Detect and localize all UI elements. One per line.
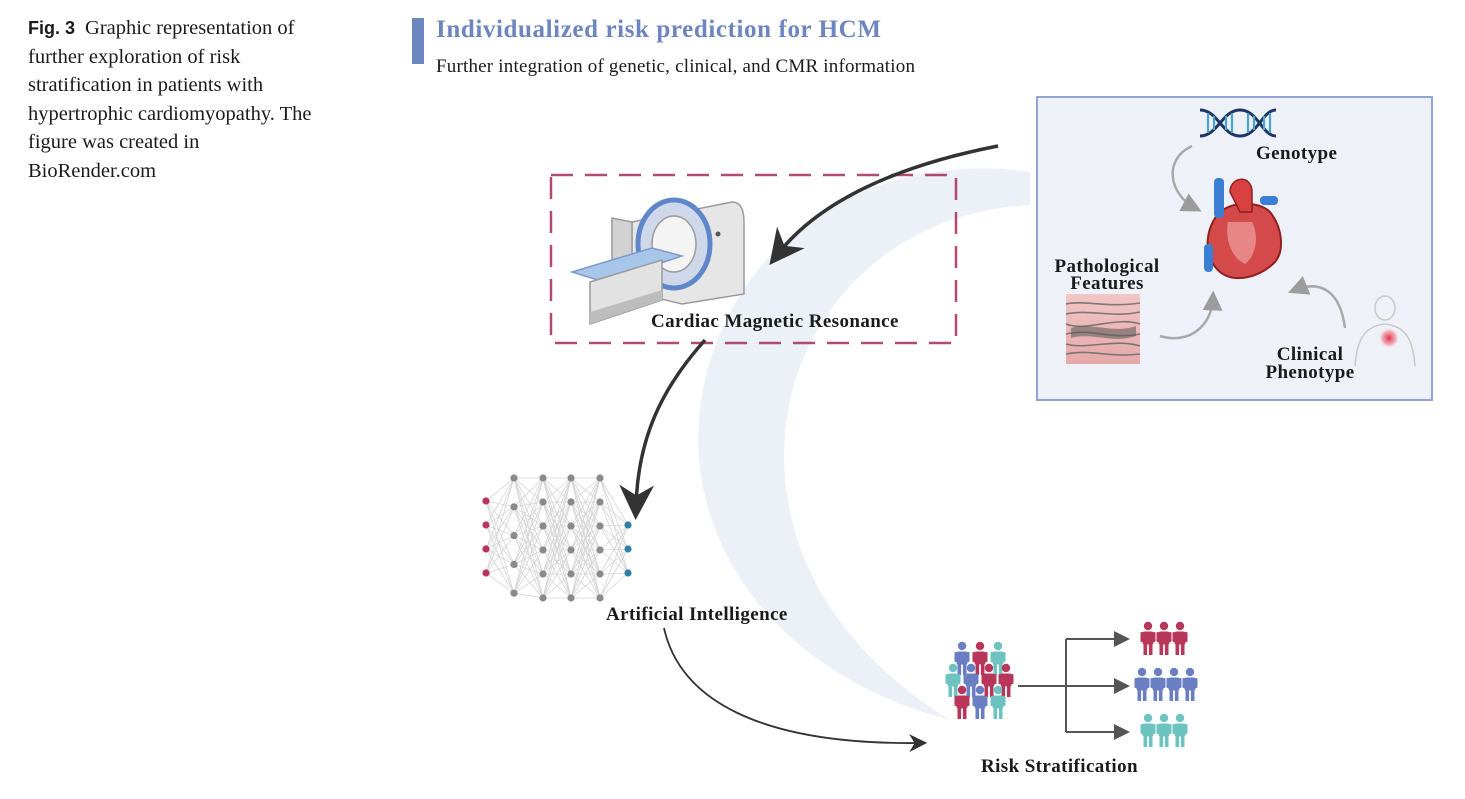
network-node <box>567 474 575 482</box>
cmr-box <box>549 173 958 345</box>
heart-icon <box>1204 178 1282 280</box>
network-node <box>539 498 547 506</box>
genotype-label: Genotype <box>1256 143 1338 164</box>
person-icon <box>954 641 970 675</box>
person-icon <box>954 685 970 719</box>
network-node <box>539 570 547 578</box>
network-node <box>567 594 575 602</box>
title-accent-bar <box>412 18 424 64</box>
figure-title: Individualized risk prediction for HCM <box>436 16 882 43</box>
person-icon <box>945 663 961 697</box>
person-icon <box>1156 713 1172 747</box>
network-node <box>596 594 604 602</box>
person-icon <box>990 685 1006 719</box>
cmr-to-ai-arrow <box>619 338 707 520</box>
network-node <box>539 594 547 602</box>
network-node <box>539 474 547 482</box>
person-icon <box>972 641 988 675</box>
crowd-icon <box>945 641 1014 719</box>
network-node <box>624 545 632 553</box>
person-icon <box>1172 621 1188 655</box>
risk-label: Risk Stratification <box>981 756 1138 777</box>
network-node <box>482 545 490 553</box>
cmr-label: Cardiac Magnetic Resonance <box>651 311 899 332</box>
risk-group-low <box>1140 713 1188 747</box>
ai-to-risk-arrow <box>663 627 928 753</box>
clinical-arrow <box>1288 276 1347 329</box>
network-node <box>596 546 604 554</box>
network-node <box>510 474 518 482</box>
person-icon <box>990 641 1006 675</box>
network-node <box>567 546 575 554</box>
clinical-label-line1: Clinical <box>1276 344 1344 365</box>
network-node <box>596 498 604 506</box>
figure-label: Fig. 3 <box>28 18 76 38</box>
person-icon <box>1134 667 1150 701</box>
person-icon <box>1140 621 1156 655</box>
network-node <box>624 521 632 529</box>
person-icon <box>1156 621 1172 655</box>
network-node <box>482 497 490 505</box>
network-node <box>482 569 490 577</box>
panel-to-cmr-arrow <box>769 144 999 266</box>
network-node <box>510 532 518 540</box>
network-node <box>567 522 575 530</box>
network-node <box>567 498 575 506</box>
person-icon <box>1182 667 1198 701</box>
network-node <box>596 570 604 578</box>
person-icon <box>1172 713 1188 747</box>
network-node <box>596 474 604 482</box>
network-node <box>510 560 518 569</box>
ai-label: Artificial Intelligence <box>606 604 788 625</box>
dna-icon <box>1199 108 1277 138</box>
person-icon <box>998 663 1014 697</box>
pathological-label-line2: Features <box>1070 273 1144 294</box>
clinical-label-line2: Phenotype <box>1265 362 1355 383</box>
network-node <box>539 522 547 530</box>
network-node <box>539 546 547 554</box>
person-icon <box>963 663 979 697</box>
genotype-arrow <box>1171 144 1202 212</box>
background-crescent <box>698 168 1030 720</box>
branch-arrows <box>1018 631 1130 740</box>
network-node <box>482 521 490 529</box>
person-icon <box>1150 667 1166 701</box>
person-icon <box>972 685 988 719</box>
network-node <box>567 570 575 578</box>
risk-group-high <box>1140 621 1188 655</box>
risk-group-intermediate <box>1134 667 1198 701</box>
pathology-arrow <box>1159 290 1223 340</box>
person-icon <box>981 663 997 697</box>
caption-text: Graphic representation of further explor… <box>28 17 312 182</box>
pathological-label-line1: Pathological <box>1054 256 1160 277</box>
network-node <box>624 569 632 577</box>
patient-icon <box>1354 295 1416 367</box>
neural-network-icon <box>482 474 632 602</box>
mri-scanner-icon <box>569 197 745 326</box>
network-node <box>510 503 518 511</box>
person-icon <box>1166 667 1182 701</box>
tissue-icon <box>1065 294 1141 364</box>
person-icon <box>1140 713 1156 747</box>
figure-subtitle: Further integration of genetic, clinical… <box>436 56 916 77</box>
network-node <box>596 522 604 530</box>
network-node <box>510 589 518 597</box>
